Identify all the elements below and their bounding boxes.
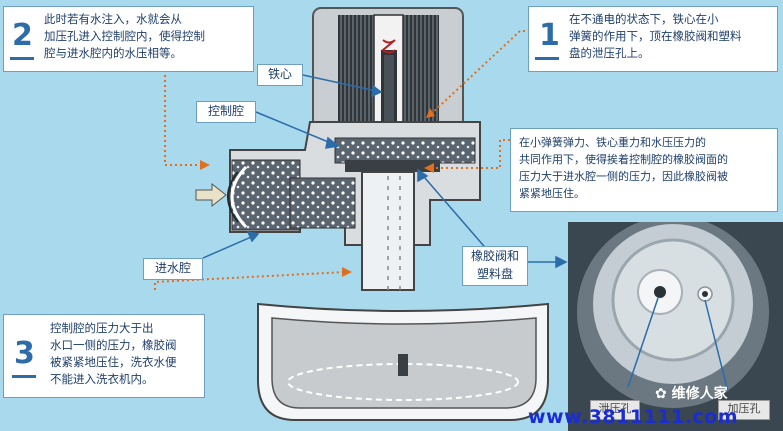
wechat-brand: ✿ 维修人家 — [655, 383, 728, 403]
callout-1: 1 在不通电的状态下，铁心在小 弹簧的作用下，顶在橡胶阀和塑料 盘的泄压孔上。 — [528, 6, 778, 72]
callout-arrowheads — [200, 108, 435, 277]
callout-3: 3 控制腔的压力大于出 水口一侧的压力，橡胶阀 被紧紧地压住，洗衣水便 不能进入… — [3, 314, 205, 398]
wechat-icon: ✿ — [655, 386, 672, 402]
inlet-arrow — [195, 182, 227, 208]
callout-2-text: 此时若有水注入，水就会从 加压孔进入控制腔内，使得控制 腔与进水腔内的水压相等。 — [44, 12, 205, 60]
valve-photo — [568, 222, 783, 431]
tag-relief-hole: 泄压孔 — [590, 400, 640, 420]
label-control-chamber: 控制腔 — [196, 101, 256, 123]
outlet-pipe — [361, 171, 415, 291]
callout-2-number: 2 — [12, 18, 33, 53]
callout-2: 2 此时若有水注入，水就会从 加压孔进入控制腔内，使得控制 腔与进水腔内的水压相… — [3, 6, 254, 72]
right-note-text: 在小弹簧弹力、铁心重力和水压压力的 共同作用下，使得挨着控制腔的橡胶阀面的 压力… — [519, 136, 728, 200]
watermark-url: www.3811111.com — [528, 406, 739, 428]
label-iron-core: 铁心 — [257, 64, 303, 86]
callout-3-number: 3 — [14, 336, 35, 371]
label-inlet-chamber: 进水腔 — [143, 258, 203, 280]
callout-3-underline — [12, 375, 36, 378]
callout-1-underline — [535, 57, 559, 60]
rubber-valve-shape — [345, 160, 440, 172]
callout-1-number: 1 — [539, 18, 560, 53]
callout-3-text: 控制腔的压力大于出 水口一侧的压力，橡胶阀 被紧紧地压住，洗衣水便 不能进入洗衣… — [50, 321, 177, 386]
label-rubber-valve: 橡胶阀和 塑料盘 — [462, 246, 528, 286]
inlet-water — [227, 159, 356, 231]
callout-2-underline — [10, 57, 34, 60]
washer-tub — [257, 302, 549, 421]
wechat-brand-text: 维修人家 — [671, 386, 728, 402]
valve-photo-drawing — [568, 222, 783, 431]
callout-1-text: 在不通电的状态下，铁心在小 弹簧的作用下，顶在橡胶阀和塑料 盘的泄压孔上。 — [569, 12, 742, 60]
right-note: 在小弹簧弹力、铁心重力和水压压力的 共同作用下，使得挨着控制腔的橡胶阀面的 压力… — [510, 128, 778, 212]
tag-pressure-hole: 加压孔 — [718, 400, 770, 420]
label-pointers — [202, 74, 568, 269]
control-chamber-water — [334, 137, 476, 164]
